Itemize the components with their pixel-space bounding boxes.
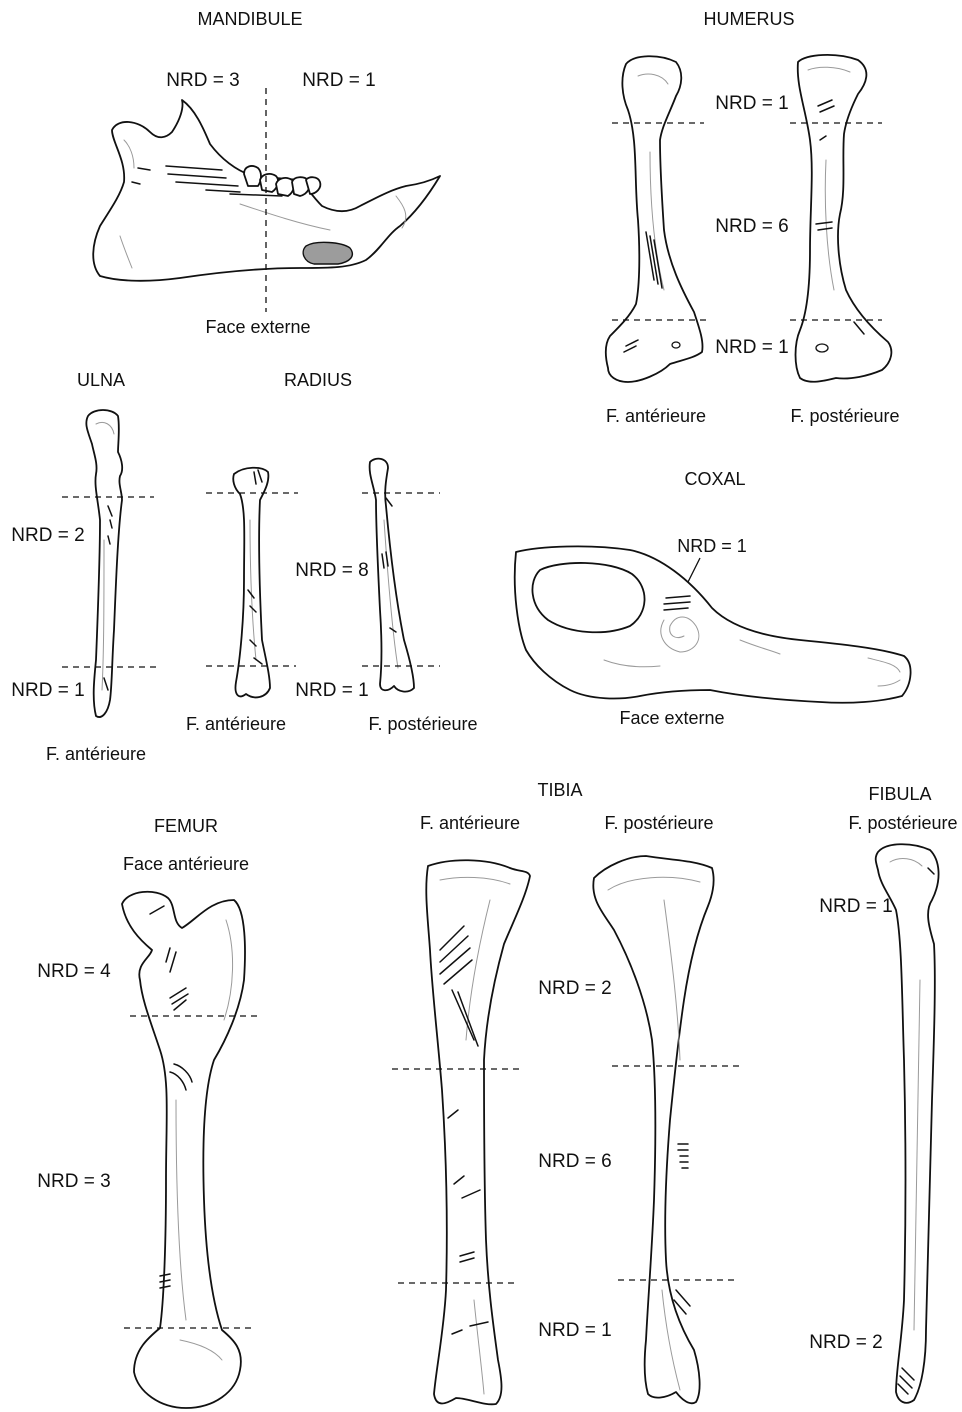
humerus-title: HUMERUS [703,9,794,29]
radius-view-posterior: F. postérieure [368,714,477,734]
tibia-nrd-mid: NRD = 6 [538,1151,611,1172]
fibula-title: FIBULA [868,784,931,804]
coxal-group: COXAL NRD = 1 Face externe [515,469,911,728]
tibia-view-anterior: F. antérieure [420,813,520,833]
ulna-title: ULNA [77,370,125,390]
mandibule-title: MANDIBULE [197,9,302,29]
radius-anterior-bone [233,468,270,698]
radius-nrd-mid: NRD = 8 [295,560,368,581]
ulna-group: ULNA NRD = 2 NRD = 1 F. antérieure [11,370,156,764]
coxal-view-label: Face externe [619,708,724,728]
femur-view-label: Face antérieure [123,854,249,874]
mandibule-group: MANDIBULE NRD = 3 NRD = 1 Face externe [93,9,440,337]
ulna-nrd-bottom: NRD = 1 [11,680,84,701]
mandibule-tooth-1 [244,166,261,186]
tibia-nrd-top: NRD = 2 [538,978,611,999]
coxal-title: COXAL [684,469,745,489]
humerus-posterior-bone [796,55,892,382]
tibia-posterior-cut-marks [674,1144,690,1314]
mandibule-tooth-2 [260,174,278,192]
femur-group: FEMUR Face antérieure NRD = 4 NRD = 3 [37,816,262,1408]
humerus-view-anterior: F. antérieure [606,406,706,426]
mandibule-nrd-right: NRD = 1 [302,70,375,91]
tibia-title: TIBIA [537,780,582,800]
humerus-nrd-top: NRD = 1 [715,93,788,114]
femur-bone [122,892,245,1408]
femur-nrd-top: NRD = 4 [37,961,111,982]
humerus-anterior-bone [606,56,703,382]
femur-nrd-mid: NRD = 3 [37,1171,110,1192]
fibula-nrd-bottom: NRD = 2 [809,1332,882,1353]
tibia-anterior-bone [426,860,530,1404]
ulna-view-label: F. antérieure [46,744,146,764]
tibia-view-posterior: F. postérieure [604,813,713,833]
femur-title: FEMUR [154,816,218,836]
ulna-nrd-top: NRD = 2 [11,525,84,546]
humerus-group: HUMERUS NRD = 1 NRD = 6 NRD = 1 [606,9,900,426]
radius-nrd-bottom: NRD = 1 [295,680,368,701]
mandibule-foramen-shade [303,242,352,264]
humerus-nrd-mid: NRD = 6 [715,216,788,237]
tibia-group: TIBIA F. antérieure F. postérieure [392,780,744,1404]
fibula-group: FIBULA F. postérieure NRD = 1 NRD = 2 [809,784,957,1403]
mandibule-nrd-left: NRD = 3 [166,70,239,91]
fibula-nrd-top: NRD = 1 [819,896,892,917]
fibula-view-label: F. postérieure [848,813,957,833]
coxal-nrd-label: NRD = 1 [677,536,747,556]
radius-title: RADIUS [284,370,352,390]
humerus-nrd-bottom: NRD = 1 [715,337,788,358]
mandibule-tooth-3 [276,178,294,196]
radius-view-anterior: F. antérieure [186,714,286,734]
radius-group: RADIUS NRD = 8 NRD = 1 F. antérieure F. … [186,370,478,734]
humerus-view-posterior: F. postérieure [790,406,899,426]
mandibule-view-label: Face externe [205,317,310,337]
tibia-nrd-bottom: NRD = 1 [538,1320,611,1341]
fibula-bone [876,844,939,1403]
